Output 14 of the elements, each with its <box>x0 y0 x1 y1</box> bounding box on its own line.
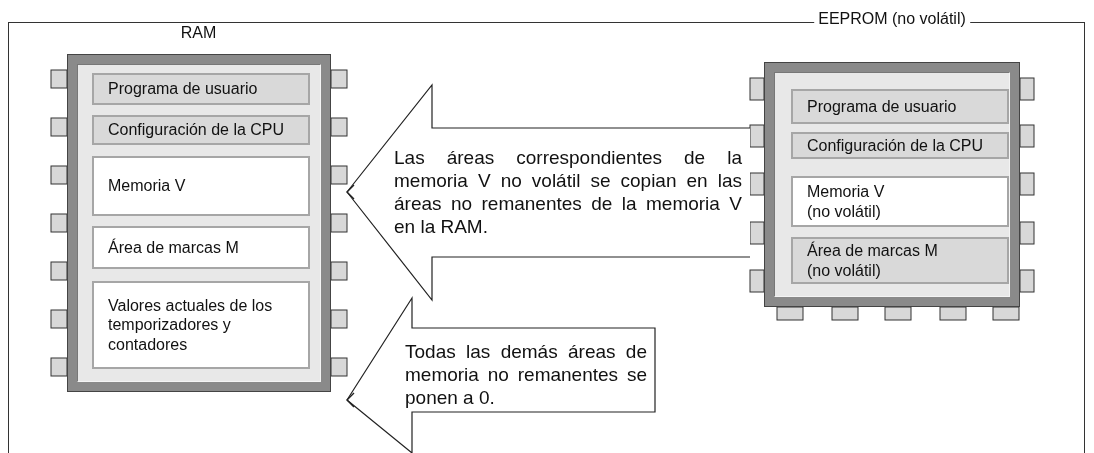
memory-area-box: Configuración de la CPU <box>92 115 310 145</box>
memory-area-box: Configuración de la CPU <box>791 132 1009 159</box>
memory-area-box: Programa de usuario <box>791 89 1009 124</box>
block-arrow <box>346 83 751 302</box>
memory-area-box: Área de marcas M (no volátil) <box>791 237 1009 284</box>
memory-area-box: Memoria V (no volátil) <box>791 176 1009 227</box>
block-arrow <box>346 295 656 453</box>
memory-area-box: Área de marcas M <box>92 226 310 269</box>
chip-label: EEPROM (no volátil) <box>814 10 970 28</box>
memory-area-box: Memoria V <box>92 156 310 216</box>
memory-area-box: Valores actuales de los temporizadores y contadores <box>92 281 310 369</box>
edge-label: Todas las demás áreas de memoria no remanentes se ponen a 0. <box>405 340 647 409</box>
edge-label: Las áreas correspondientes de la memoria V no volátil se copian en las áreas no remanentes de la memoria V en la RAM. <box>394 146 742 238</box>
memory-area-box: Programa de usuario <box>92 73 310 105</box>
